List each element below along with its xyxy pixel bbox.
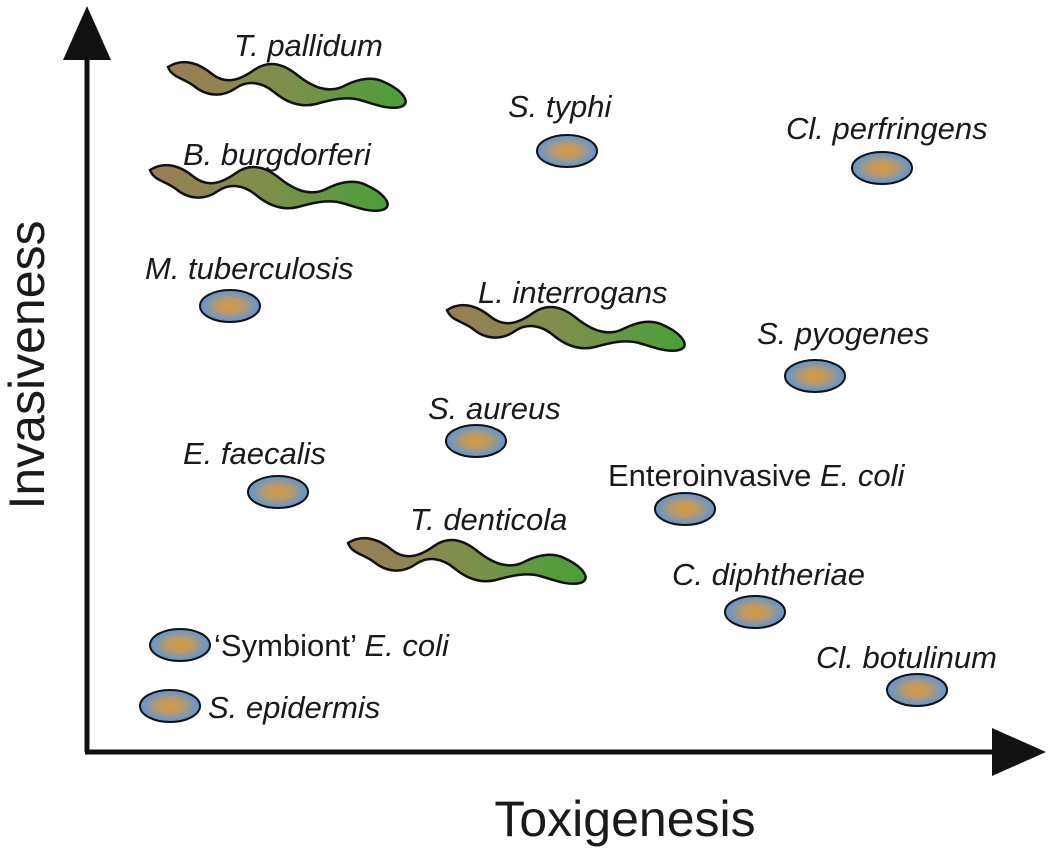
label-italic: E. coli <box>364 628 450 663</box>
x-axis-title: Toxigenesis <box>494 791 755 847</box>
coccus-icon <box>445 424 507 458</box>
organism-label: T. pallidum <box>234 28 383 63</box>
label-prefix: ‘Symbiont’ <box>214 628 364 663</box>
organism-s-epidermis: S. epidermis <box>139 689 380 725</box>
coccus-icon <box>536 134 598 168</box>
organism-cl-botulinum: Cl. botulinum <box>816 640 997 707</box>
organism-label: E. faecalis <box>183 436 326 471</box>
organism-label: S. aureus <box>428 391 561 426</box>
axes: Invasiveness Toxigenesis <box>0 6 1046 847</box>
organism-label: T. denticola <box>410 502 567 537</box>
organism-label: Cl. perfringens <box>786 111 988 146</box>
organism-label: Cl. botulinum <box>816 640 997 675</box>
label-italic: E. coli <box>820 458 906 493</box>
coccus-icon <box>654 492 716 526</box>
organism-cl-perfringens: Cl. perfringens <box>786 111 988 185</box>
organism-label: Enteroinvasive E. coli <box>608 458 905 493</box>
x-axis-arrowhead <box>992 728 1046 776</box>
organism-enteroinvasive-e-coli: Enteroinvasive E. coli <box>608 458 905 526</box>
organism-symbiont-e-coli: ‘Symbiont’ E. coli <box>149 628 450 663</box>
organism-t-pallidum: T. pallidum <box>166 28 407 109</box>
organism-label: M. tuberculosis <box>145 251 353 286</box>
organism-label: S. epidermis <box>208 690 380 725</box>
y-axis-title: Invasiveness <box>0 220 55 509</box>
coccus-icon <box>851 151 913 185</box>
spirochete-icon <box>148 163 389 212</box>
organism-label: S. typhi <box>508 89 612 124</box>
coccus-icon <box>724 595 786 629</box>
organism-label: B. burgdorferi <box>183 137 372 172</box>
organism-s-aureus: S. aureus <box>428 391 561 458</box>
spirochete-icon <box>166 60 407 109</box>
coccus-icon <box>886 673 948 707</box>
label-prefix: Enteroinvasive <box>608 458 820 493</box>
coccus-icon <box>199 289 261 323</box>
organism-label: ‘Symbiont’ E. coli <box>214 628 450 663</box>
organism-b-burgdorferi: B. burgdorferi <box>148 137 389 212</box>
coccus-icon <box>139 689 201 723</box>
coccus-icon <box>247 475 309 509</box>
coccus-icon <box>149 628 211 662</box>
organism-s-pyogenes: S. pyogenes <box>757 316 929 393</box>
organism-c-diphtheriae: C. diphtheriae <box>672 557 865 629</box>
spirochete-icon <box>346 536 587 585</box>
y-axis-arrowhead <box>63 6 111 60</box>
organism-m-tuberculosis: M. tuberculosis <box>145 251 353 323</box>
organism-l-interrogans: L. interrogans <box>445 275 686 352</box>
organism-label: L. interrogans <box>478 275 668 310</box>
organism-label: C. diphtheriae <box>672 557 865 592</box>
organism-label: S. pyogenes <box>757 316 929 351</box>
organism-s-typhi: S. typhi <box>508 89 612 168</box>
spirochete-icon <box>445 303 686 352</box>
organism-e-faecalis: E. faecalis <box>183 436 326 509</box>
coccus-icon <box>784 359 846 393</box>
organism-t-denticola: T. denticola <box>346 502 587 585</box>
